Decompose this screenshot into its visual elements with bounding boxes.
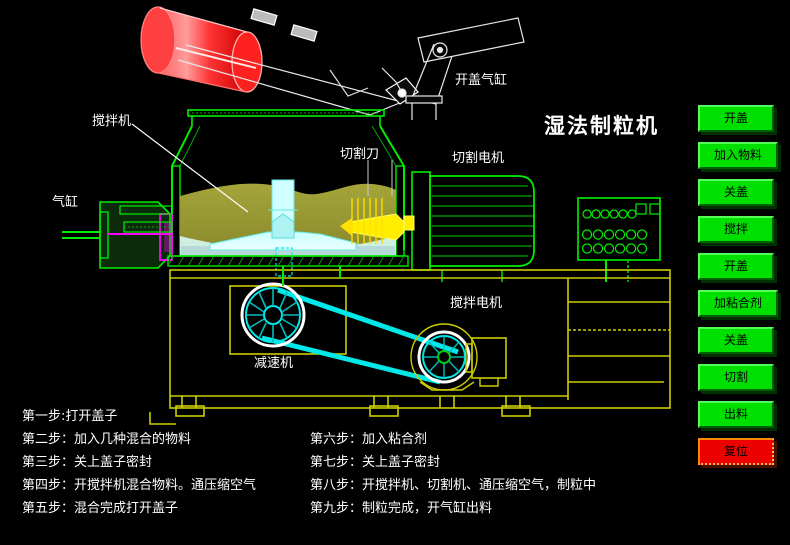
mixing-vessel xyxy=(171,109,405,277)
discharge-air-cylinder xyxy=(62,201,173,269)
belt-drive-assembly xyxy=(240,282,507,391)
open-lid-button-2[interactable]: 开盖 xyxy=(698,253,774,280)
mixer-leader-line xyxy=(131,123,249,213)
label-chopper-blade: 切割刀 xyxy=(340,147,380,162)
page-title: 湿法制粒机 xyxy=(544,114,659,138)
close-lid-button-2[interactable]: 关盖 xyxy=(698,327,774,354)
machine-base-frame xyxy=(149,269,671,425)
close-lid-button-1[interactable]: 关盖 xyxy=(698,179,774,206)
open-lid-assembly xyxy=(140,6,263,93)
add-binder-button[interactable]: 加粘合剂 xyxy=(698,290,778,317)
steps-right-column: 第六步：加入粘合剂 第七步：关上盖子密封 第八步：开搅拌机、切割机、通压缩空气，… xyxy=(310,428,596,520)
vessel-base-flange xyxy=(167,255,409,267)
label-air-cylinder: 气缸 xyxy=(52,195,79,210)
machine-control-panel[interactable] xyxy=(577,197,661,282)
mix-button[interactable]: 搅拌 xyxy=(698,216,774,243)
operation-button-panel: 开盖 加入物料 关盖 搅拌 开盖 加粘合剂 关盖 切割 出料 复位 xyxy=(698,105,782,475)
lid-open-cylinder xyxy=(381,17,525,120)
discharge-button[interactable]: 出料 xyxy=(698,401,774,428)
chopper-blade-assembly xyxy=(340,198,405,244)
label-agitator-motor: 搅拌电机 xyxy=(450,296,503,311)
step-item: 第八步：开搅拌机、切割机、通压缩空气，制粒中 xyxy=(310,478,597,493)
label-lid-cylinder: 开盖气缸 xyxy=(455,73,508,88)
step-item: 第四步：开搅拌机混合物料。通压缩空气 xyxy=(22,478,257,493)
agitator-motor-pulley xyxy=(410,323,507,391)
step-item: 第六步：加入粘合剂 xyxy=(310,432,428,447)
step-item: 第五步：混合完成打开盖子 xyxy=(22,501,179,516)
label-gear-reducer: 减速机 xyxy=(254,356,294,371)
reset-button[interactable]: 复位 xyxy=(698,438,774,465)
label-mixer: 搅拌机 xyxy=(92,114,132,129)
step-item: 第七步：关上盖子密封 xyxy=(310,455,441,470)
step-item: 第一步:打开盖子 xyxy=(22,409,118,424)
gear-reducer-pulley xyxy=(240,282,306,348)
step-item: 第九步：制粒完成，开气缸出料 xyxy=(310,501,493,516)
lid-support-arm xyxy=(177,8,419,116)
step-item: 第二步：加入几种混合的物料 xyxy=(22,432,192,447)
open-lid-button-1[interactable]: 开盖 xyxy=(698,105,774,132)
label-chopper-motor: 切割电机 xyxy=(452,151,505,166)
add-material-button[interactable]: 加入物料 xyxy=(698,142,778,169)
drive-shafts xyxy=(282,266,341,286)
chop-button[interactable]: 切割 xyxy=(698,364,774,391)
chopper-motor-body xyxy=(403,171,535,282)
impeller-blade xyxy=(209,179,357,277)
step-item: 第三步：关上盖子密封 xyxy=(22,455,153,470)
steps-left-column: 第一步:打开盖子 第二步：加入几种混合的物料 第三步：关上盖子密封 第四步：开搅… xyxy=(22,405,256,520)
